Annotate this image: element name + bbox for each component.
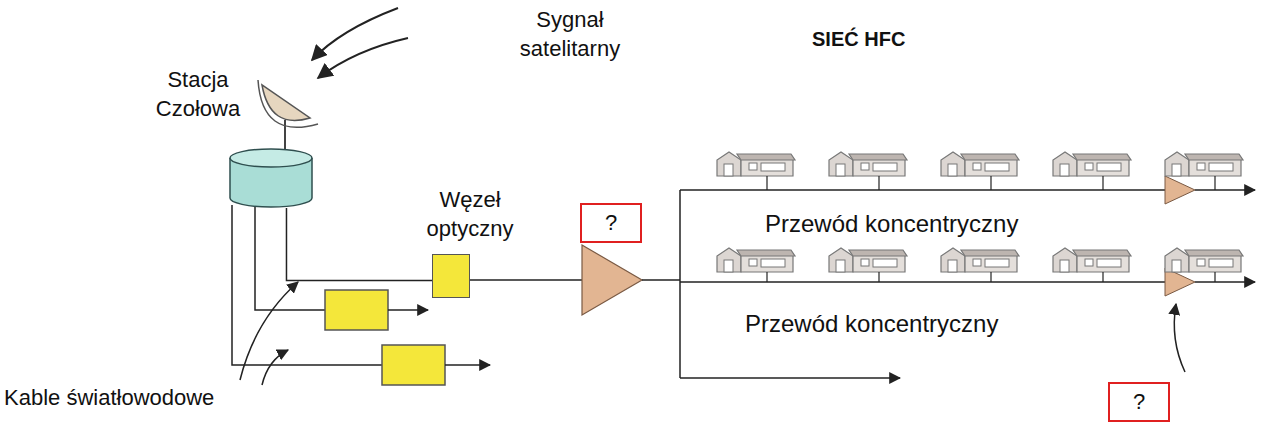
optical-node: Węzeł optyczny xyxy=(418,186,522,300)
house-icon xyxy=(941,152,1019,176)
question-mark: ? xyxy=(1133,388,1145,417)
house-icon xyxy=(717,248,795,272)
house-icon xyxy=(829,248,907,272)
headend-cylinder xyxy=(228,148,314,210)
cable-label: Przewód koncentryczny xyxy=(745,308,998,339)
headend-station: Stacja Czołowa xyxy=(148,66,314,212)
fiber-cable xyxy=(286,208,432,280)
house-icon xyxy=(1165,152,1243,176)
cable-label: Przewód koncentryczny xyxy=(765,208,1018,239)
question-box: ? xyxy=(580,203,642,243)
question-mark: ? xyxy=(605,209,617,238)
house-icon xyxy=(1053,152,1131,176)
house-icon xyxy=(829,152,907,176)
signal-label: Sygnał satelitarny xyxy=(500,6,640,63)
optical-node-box xyxy=(432,254,470,298)
house-icon xyxy=(1165,248,1243,272)
node-heading: Węzeł optyczny xyxy=(418,186,522,243)
cable-label: Kable światłowodowe xyxy=(4,384,214,413)
house-icon xyxy=(1053,248,1131,272)
node-heading: Stacja Czołowa xyxy=(148,66,248,123)
house-icon xyxy=(717,152,795,176)
house-icon xyxy=(941,248,1019,272)
diagram-heading: SIEĆ HFC xyxy=(812,26,905,52)
question-box: ? xyxy=(1108,382,1170,422)
